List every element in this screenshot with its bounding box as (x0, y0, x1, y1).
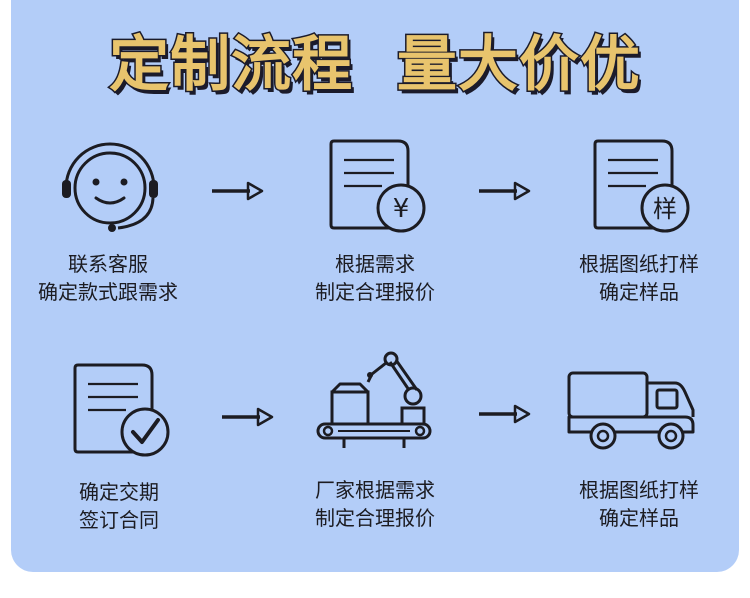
step-2-line-1: 根据需求 (335, 252, 415, 276)
step-4-line-2: 签订合同 (79, 508, 159, 532)
document-check-icon (72, 362, 172, 458)
step-3-line-1: 根据图纸打样 (579, 252, 699, 276)
step-5-line-2: 制定合理报价 (315, 506, 435, 530)
document-yen-icon: ¥ (328, 138, 428, 234)
customer-service-headset-icon (60, 142, 160, 234)
document-sample-icon: 样 (592, 138, 692, 234)
arrow-right-icon (222, 407, 274, 431)
step-4-line-1: 确定交期 (79, 480, 159, 504)
step-1-label: 联系客服 确定款式跟需求 (8, 250, 208, 306)
step-6-line-1: 根据图纸打样 (579, 478, 699, 502)
sample-badge: 样 (653, 195, 677, 223)
step-2-line-2: 制定合理报价 (315, 280, 435, 304)
page-title: 定制流程 量大价优 (108, 28, 642, 101)
arrow-right-icon (212, 181, 264, 205)
delivery-truck-icon (565, 370, 701, 454)
yen-symbol: ¥ (393, 194, 410, 224)
step-6-line-2: 确定样品 (599, 506, 679, 530)
header: 定制流程 量大价优 (0, 14, 750, 104)
step-5-line-1: 厂家根据需求 (315, 478, 435, 502)
step-3-label: 根据图纸打样 确定样品 (539, 250, 739, 306)
factory-robot-arm-conveyor-icon (314, 350, 434, 450)
arrow-right-icon (479, 404, 531, 428)
step-1-line-1: 联系客服 (68, 252, 148, 276)
step-2-label: 根据需求 制定合理报价 (275, 250, 475, 306)
step-4-label: 确定交期 签订合同 (19, 478, 219, 534)
step-6-label: 根据图纸打样 确定样品 (539, 476, 739, 532)
process-panel (11, 0, 739, 572)
step-3-line-2: 确定样品 (599, 280, 679, 304)
step-5-label: 厂家根据需求 制定合理报价 (275, 476, 475, 532)
arrow-right-icon (479, 181, 531, 205)
step-1-line-2: 确定款式跟需求 (38, 280, 178, 304)
